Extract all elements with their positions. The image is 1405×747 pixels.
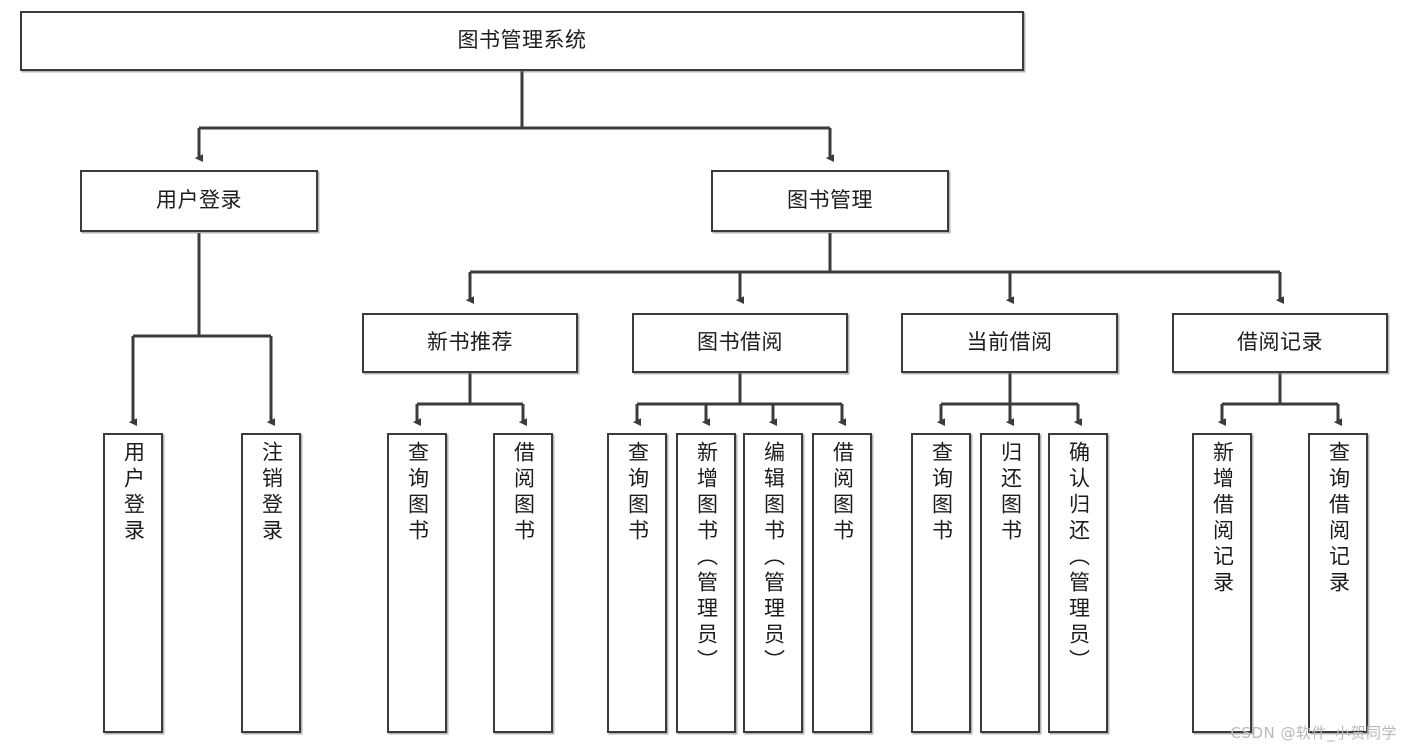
leaf-current-borrow-return-book[interactable]: 归还图书 [980,433,1040,733]
node-borrow-record[interactable]: 借阅记录 [1172,313,1388,373]
node-root-book-management-system[interactable]: 图书管理系统 [20,11,1024,71]
leaf-borrow-record-add-record[interactable]: 新增借阅记录 [1192,433,1252,733]
node-label: 图书管理系统 [457,28,587,53]
node-label: 新书推荐 [427,330,513,355]
leaf-new-book-query-book[interactable]: 查询图书 [387,433,447,733]
node-label: 归还图书 [998,441,1023,545]
node-label: 图书管理 [787,188,873,213]
node-user-login[interactable]: 用户登录 [80,170,318,232]
node-label: 借阅记录 [1237,330,1323,355]
leaf-user-login-login[interactable]: 用户登录 [103,433,163,733]
leaf-book-borrow-edit-book-admin[interactable]: 编辑图书（管理员） [743,433,803,733]
node-label: 用户登录 [121,441,146,545]
node-label: 确认归还（管理员） [1066,441,1091,675]
leaf-new-book-borrow-book[interactable]: 借阅图书 [493,433,553,733]
node-current-borrow[interactable]: 当前借阅 [901,313,1118,373]
leaf-book-borrow-query-book[interactable]: 查询图书 [607,433,667,733]
node-label: 新增图书（管理员） [694,441,719,675]
node-label: 借阅图书 [511,441,536,545]
node-label: 图书借阅 [697,330,783,355]
node-label: 查询图书 [625,441,650,545]
node-book-borrow[interactable]: 图书借阅 [632,313,848,373]
node-label: 查询借阅记录 [1326,441,1351,597]
node-label: 当前借阅 [966,330,1053,355]
leaf-current-borrow-confirm-return-admin[interactable]: 确认归还（管理员） [1048,433,1108,733]
node-label: 注销登录 [259,441,284,545]
node-label: 新增借阅记录 [1210,441,1235,597]
node-label: 借阅图书 [830,441,855,545]
csdn-watermark: CSDN @软件_小贺同学 [1230,724,1397,742]
leaf-book-borrow-add-book-admin[interactable]: 新增图书（管理员） [676,433,736,733]
leaf-borrow-record-query-record[interactable]: 查询借阅记录 [1308,433,1368,733]
node-label: 用户登录 [156,188,242,213]
node-label: 查询图书 [929,441,954,545]
node-new-book-recommend[interactable]: 新书推荐 [362,313,578,373]
leaf-current-borrow-query-book[interactable]: 查询图书 [911,433,971,733]
leaf-user-login-logout[interactable]: 注销登录 [241,433,301,733]
node-label: 编辑图书（管理员） [761,441,786,675]
node-label: 查询图书 [405,441,430,545]
leaf-book-borrow-borrow-book[interactable]: 借阅图书 [812,433,872,733]
node-book-management[interactable]: 图书管理 [711,170,949,232]
